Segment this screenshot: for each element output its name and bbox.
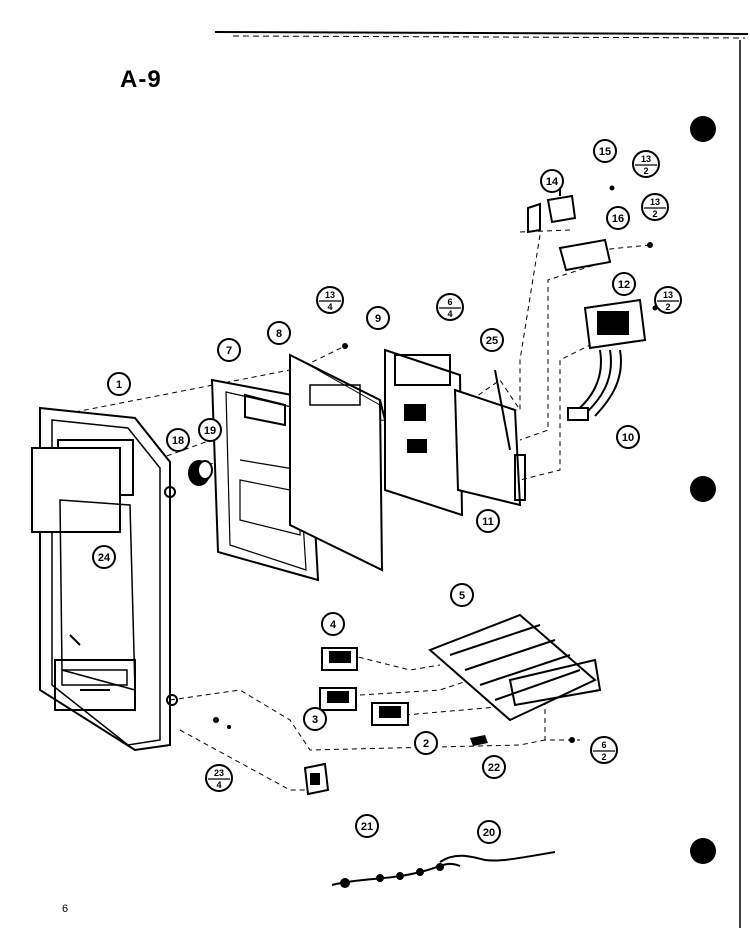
binder-hole <box>690 476 716 502</box>
door-frame-part <box>31 406 178 752</box>
fraction-bottom: 4 <box>216 780 221 790</box>
callout-4: 4 <box>321 612 345 636</box>
control-knob-part <box>188 460 223 486</box>
fraction-13-4: 13 4 <box>316 286 344 314</box>
callout-label: 24 <box>98 552 111 564</box>
callout-2: 2 <box>414 731 438 755</box>
binder-hole <box>690 838 716 864</box>
callout-label: 8 <box>276 328 282 340</box>
door-switch-parts <box>319 647 409 726</box>
callout-label: 4 <box>330 619 337 631</box>
scan-border <box>214 31 749 928</box>
callout-label: 25 <box>486 335 498 347</box>
callout-6: 8 <box>267 321 291 345</box>
callout-12: 12 <box>612 272 636 296</box>
fraction-bottom: 2 <box>665 302 670 312</box>
fraction-top: 13 <box>650 197 660 207</box>
callout-label: 3 <box>312 714 318 726</box>
fraction-6-2: 6 2 <box>590 736 618 764</box>
fraction-top: 6 <box>447 297 452 307</box>
callout-25: 25 <box>480 328 504 352</box>
callout-11: 11 <box>476 509 500 533</box>
callout-label: 15 <box>599 146 611 158</box>
callout-16: 16 <box>606 206 630 230</box>
fraction-bottom: 4 <box>447 309 452 319</box>
fraction-13-2-low: 13 2 <box>654 286 682 314</box>
callout-24: 24 <box>92 545 116 569</box>
fraction-callouts: 13 2 13 2 13 2 13 4 <box>205 150 682 792</box>
callout-3: 3 <box>303 707 327 731</box>
callout-label: 9 <box>375 313 381 325</box>
binder-hole <box>690 116 716 142</box>
binder-holes <box>690 116 716 864</box>
callout-label: 16 <box>612 213 624 225</box>
callout-label: 7 <box>226 345 232 357</box>
fraction-top: 13 <box>641 154 651 164</box>
chassis-bracket-part <box>453 369 526 507</box>
fraction-bottom: 2 <box>652 209 657 219</box>
callout-20: 20 <box>477 820 501 844</box>
fraction-top: 6 <box>601 740 606 750</box>
callout-18: 18 <box>166 428 190 452</box>
fraction-top: 13 <box>663 290 673 300</box>
callout-label: 19 <box>204 425 216 437</box>
fraction-6-4: 6 4 <box>436 293 464 321</box>
callout-label: 12 <box>618 279 630 291</box>
probe-part <box>331 851 556 888</box>
callout-7: 7 <box>217 338 241 362</box>
fraction-bottom: 2 <box>601 752 606 762</box>
callout-14: 14 <box>540 169 564 193</box>
fraction-bottom: 4 <box>327 302 332 312</box>
circuit-board-part <box>384 348 464 517</box>
callout-22: 22 <box>482 755 506 779</box>
switch-part <box>527 185 577 234</box>
callout-label: 21 <box>361 821 373 833</box>
bracket-part <box>289 353 386 572</box>
callout-9: 9 <box>366 306 390 330</box>
callout-label: 18 <box>172 435 184 447</box>
callout-label: 2 <box>423 738 429 750</box>
callout-label: 10 <box>622 432 634 444</box>
callouts: 1 2 3 4 5 8 7 8 9 10 11 12 14 15 16 18 1… <box>92 139 640 844</box>
fraction-23-4: 23 4 <box>205 764 233 792</box>
callout-label: 14 <box>546 176 559 188</box>
fraction-13-2-top: 13 2 <box>632 150 660 178</box>
fraction-top: 13 <box>325 290 335 300</box>
relay-part <box>558 238 612 272</box>
fraction-bottom: 2 <box>643 166 648 176</box>
callout-label: 22 <box>488 762 500 774</box>
callout-label: 20 <box>483 827 495 839</box>
callout-19: 19 <box>198 418 222 442</box>
page-number: 6 <box>62 903 69 915</box>
transformer-part <box>567 298 647 421</box>
callout-1: 1 <box>107 372 131 396</box>
callout-15: 15 <box>593 139 617 163</box>
latch-assembly-part <box>428 613 602 722</box>
fraction-13-2-mid: 13 2 <box>641 193 669 221</box>
callout-label: 11 <box>482 516 494 528</box>
fraction-top: 23 <box>214 768 224 778</box>
callout-21: 21 <box>355 814 379 838</box>
callout-label: 5 <box>459 590 465 602</box>
screws <box>213 185 658 746</box>
callout-10: 10 <box>616 425 640 449</box>
plate-part <box>303 762 330 796</box>
diagram-title: A-9 <box>120 66 162 93</box>
callout-5: 5 <box>450 583 474 607</box>
callout-label: 1 <box>116 379 122 391</box>
